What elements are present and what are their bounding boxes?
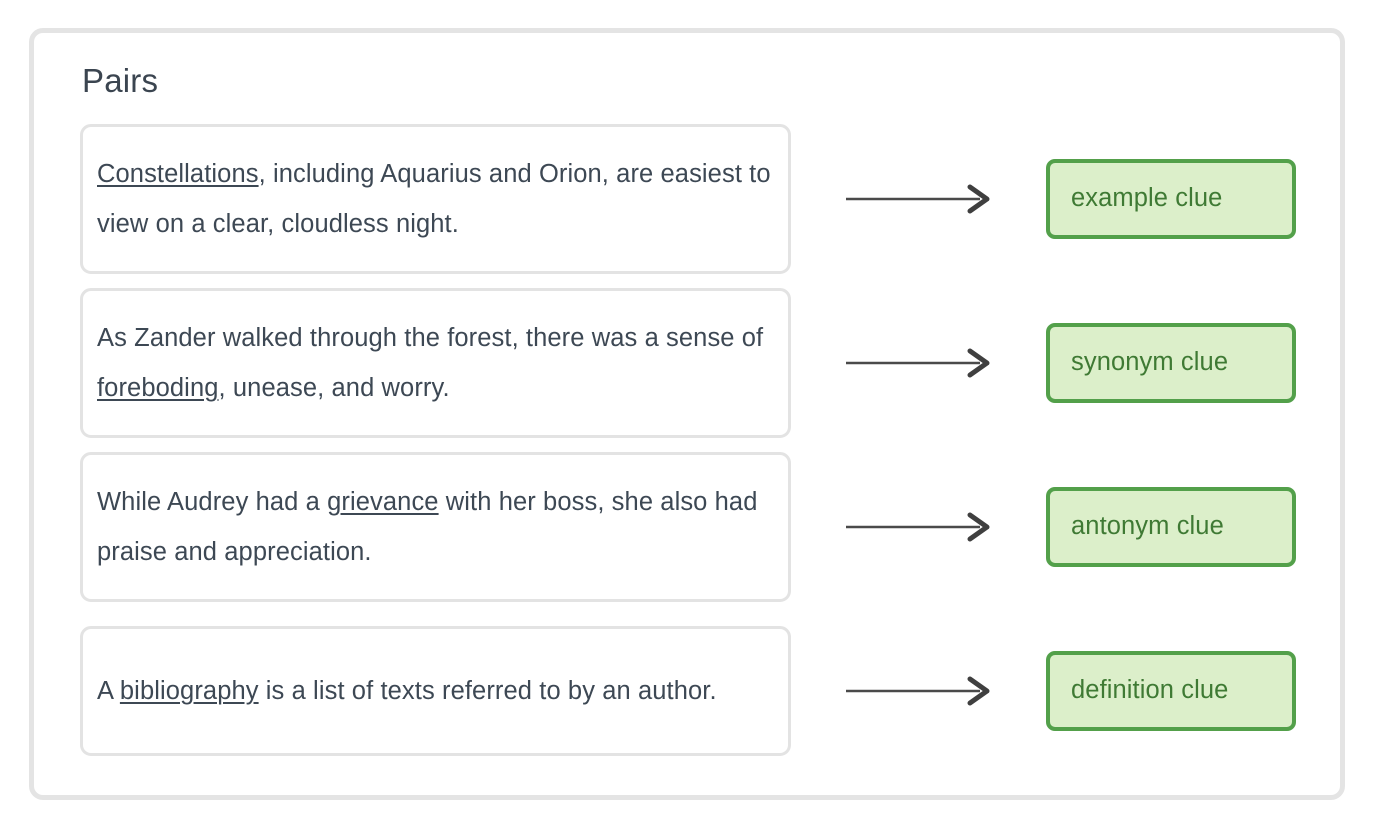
clue-label: definition clue bbox=[1071, 676, 1229, 705]
arrow-right-icon bbox=[845, 676, 989, 706]
arrow-right-icon bbox=[845, 348, 989, 378]
arrow-right-icon bbox=[845, 184, 989, 214]
clue-chip[interactable]: definition clue bbox=[1046, 651, 1296, 731]
clue-label: synonym clue bbox=[1071, 348, 1229, 377]
sentence-before: As Zander walked through the forest, the… bbox=[97, 324, 764, 352]
sentence-text: A bibliography is a list of texts referr… bbox=[97, 666, 717, 716]
pairs-list: Constellations, including Aquarius and O… bbox=[80, 124, 1298, 756]
clue-chip[interactable]: example clue bbox=[1046, 159, 1296, 239]
pair-row: While Audrey had a grievance with her bo… bbox=[80, 452, 1298, 602]
arrow-cell bbox=[791, 184, 1046, 214]
page-title: Pairs bbox=[82, 62, 159, 99]
sentence-text: As Zander walked through the forest, the… bbox=[97, 313, 772, 413]
arrow-cell bbox=[791, 348, 1046, 378]
sentence-before: While Audrey had a bbox=[97, 488, 328, 516]
sentence-card[interactable]: As Zander walked through the forest, the… bbox=[80, 288, 791, 438]
keyword: Constellations bbox=[97, 160, 259, 188]
sentence-after: is a list of texts referred to by an aut… bbox=[258, 677, 717, 705]
clue-chip[interactable]: synonym clue bbox=[1046, 323, 1296, 403]
keyword: foreboding bbox=[97, 374, 219, 402]
pair-row: Constellations, including Aquarius and O… bbox=[80, 124, 1298, 274]
sentence-before: A bbox=[97, 677, 120, 705]
arrow-cell bbox=[791, 512, 1046, 542]
clue-label: example clue bbox=[1071, 184, 1223, 213]
clue-chip[interactable]: antonym clue bbox=[1046, 487, 1296, 567]
sentence-text: While Audrey had a grievance with her bo… bbox=[97, 477, 772, 577]
sentence-card[interactable]: While Audrey had a grievance with her bo… bbox=[80, 452, 791, 602]
pairs-panel: Pairs Constellations, including Aquarius… bbox=[29, 28, 1345, 800]
arrow-cell bbox=[791, 676, 1046, 706]
sentence-card[interactable]: A bibliography is a list of texts referr… bbox=[80, 626, 791, 756]
keyword: bibliography bbox=[119, 677, 259, 705]
sentence-after: , including Aquarius and Orion, are easi… bbox=[97, 160, 771, 238]
arrow-right-icon bbox=[845, 512, 989, 542]
sentence-after: with her boss, she also had praise and a… bbox=[97, 488, 758, 566]
sentence-after: , unease, and worry. bbox=[218, 374, 450, 402]
pair-row: A bibliography is a list of texts referr… bbox=[80, 626, 1298, 756]
keyword: grievance bbox=[327, 488, 439, 516]
sentence-card[interactable]: Constellations, including Aquarius and O… bbox=[80, 124, 791, 274]
sentence-text: Constellations, including Aquarius and O… bbox=[97, 149, 772, 249]
clue-label: antonym clue bbox=[1071, 512, 1224, 541]
pair-row: As Zander walked through the forest, the… bbox=[80, 288, 1298, 438]
